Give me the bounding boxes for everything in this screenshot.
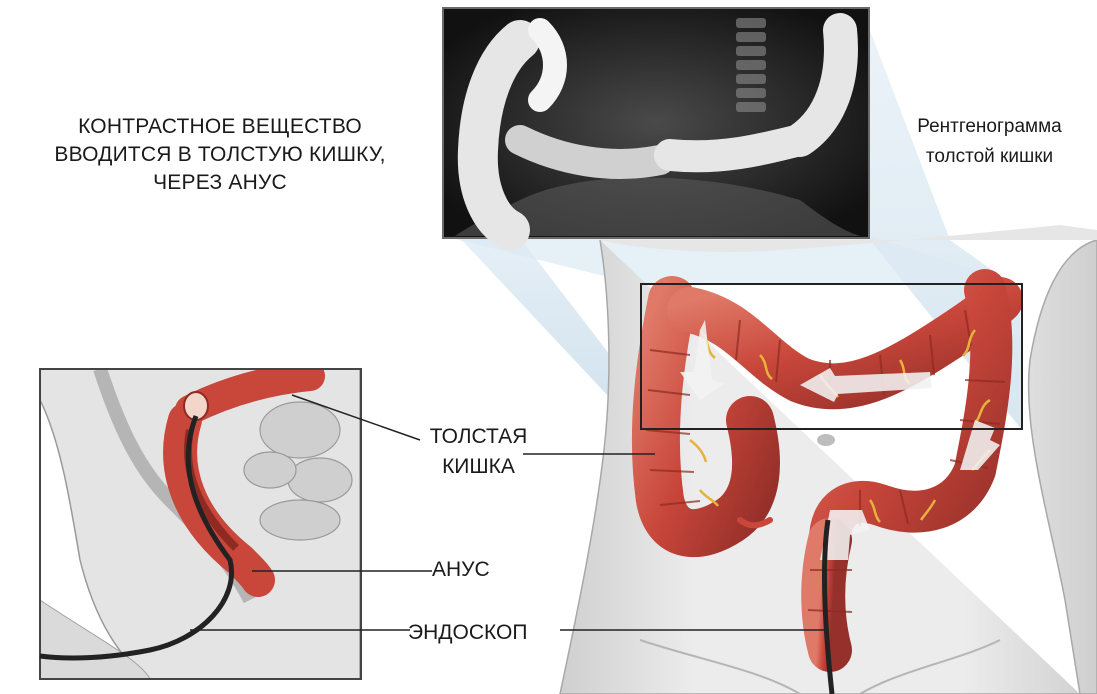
contrast-agent-label: КОНТРАСТНОЕ ВЕЩЕСТВО ВВОДИТСЯ В ТОЛСТУЮ … [0, 113, 440, 197]
contrast-label-line1: КОНТРАСТНОЕ ВЕЩЕСТВО [0, 113, 440, 141]
xray-caption-line2: толстой кишки [882, 142, 1097, 172]
xray-caption: Рентгенограмма толстой кишки [882, 112, 1097, 172]
contrast-label-line2: ВВОДИТСЯ В ТОЛСТУЮ КИШКУ, [0, 141, 440, 169]
colon-label-line1: ТОЛСТАЯ [396, 422, 561, 452]
colon-label: ТОЛСТАЯ КИШКА [396, 422, 561, 482]
sagittal-inset [40, 369, 361, 679]
anus-label: АНУС [432, 556, 522, 584]
xray-caption-line1: Рентгенограмма [882, 112, 1097, 142]
colon-label-line2: КИШКА [396, 452, 561, 482]
xray-image [443, 8, 869, 238]
endoscope-label: ЭНДОСКОП [408, 619, 568, 647]
contrast-label-line3: ЧЕРЕЗ АНУС [0, 169, 440, 197]
